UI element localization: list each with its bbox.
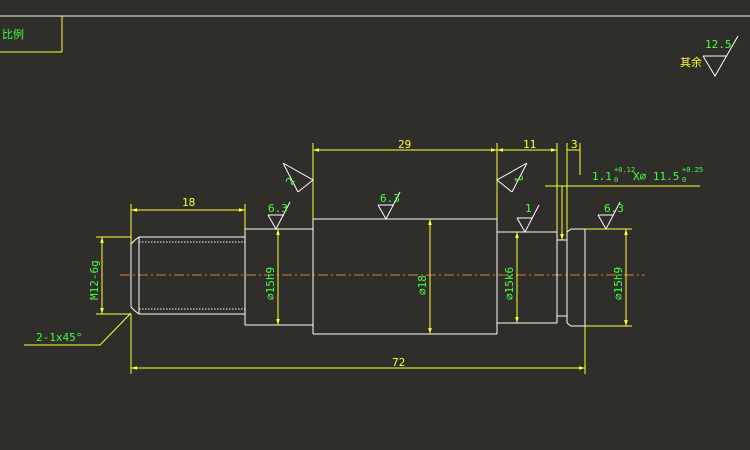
general-roughness-label: 其余 <box>680 55 702 69</box>
roughness-symbol-4-value: 6.3 <box>604 202 624 215</box>
groove-tol-upper: +0.12 <box>614 166 635 174</box>
dimension-3: 3 <box>566 138 581 232</box>
groove-mid-text: X⌀ 11.5 <box>633 170 679 183</box>
dimension-dia-15h9-right: ⌀15h9 <box>585 228 632 327</box>
roughness-symbol-2-value: 6.3 <box>380 192 400 205</box>
tolerance-mark-left: 2 <box>282 162 314 193</box>
dimension-chamfer-text: 2-1x45° <box>36 331 82 344</box>
dimension-dia-15h9-right-text: ⌀15h9 <box>612 267 625 300</box>
dimension-dia-15k6: ⌀15k6 <box>503 232 519 323</box>
dimension-dia-18: ⌀18 <box>416 219 432 334</box>
dimension-dia-15h9-left: ⌀15h9 <box>264 229 280 325</box>
shaft-profile <box>130 218 586 335</box>
dimension-thread-text: M12-6g <box>88 260 101 300</box>
groove-tol-lower: 0 <box>614 176 618 184</box>
dimension-18: 18 <box>130 196 246 244</box>
dimension-chamfer: 2-1x45° <box>24 312 132 346</box>
roughness-symbol-2: 6.3 <box>377 191 401 221</box>
dimension-dia-15h9-left-text: ⌀15h9 <box>264 267 277 300</box>
dimension-11-text: 11 <box>523 138 536 151</box>
groove-dia-tol-upper: +0.25 <box>682 166 703 174</box>
roughness-symbol-3-value: 1 <box>525 202 532 215</box>
dimension-29-text: 29 <box>398 138 411 151</box>
general-roughness-value: 12.5 <box>705 38 732 51</box>
dimension-dia-18-text: ⌀18 <box>416 275 429 295</box>
dimension-dia-15k6-text: ⌀15k6 <box>503 267 516 300</box>
dimension-groove: 1.1 +0.12 0 X⌀ 11.5 +0.25 0 <box>545 166 703 240</box>
tolerance-mark-right: 2 <box>496 162 528 193</box>
roughness-symbol-4: 6.3 <box>597 201 624 231</box>
groove-dia-tol-lower: 0 <box>682 176 686 184</box>
groove-main-text: 1.1 <box>592 170 612 183</box>
roughness-symbol-1-value: 6.3 <box>268 202 288 215</box>
roughness-symbol-3: 1 <box>516 202 540 234</box>
roughness-symbol-1: 6.3 <box>267 201 291 231</box>
title-block-text: 比例 <box>2 27 24 41</box>
dimension-3-text: 3 <box>571 138 578 151</box>
title-block: 比例 <box>0 16 63 53</box>
dimension-29: 29 <box>312 138 498 219</box>
tolerance-mark-right-text: 2 <box>511 173 526 185</box>
dimension-thread: M12-6g <box>88 236 131 315</box>
dimension-72-text: 72 <box>392 356 405 369</box>
general-roughness-symbol: 其余 12.5 <box>680 35 739 77</box>
dimension-11: 11 <box>497 138 558 232</box>
dimension-18-text: 18 <box>182 196 195 209</box>
dimension-72: 72 <box>130 314 586 374</box>
